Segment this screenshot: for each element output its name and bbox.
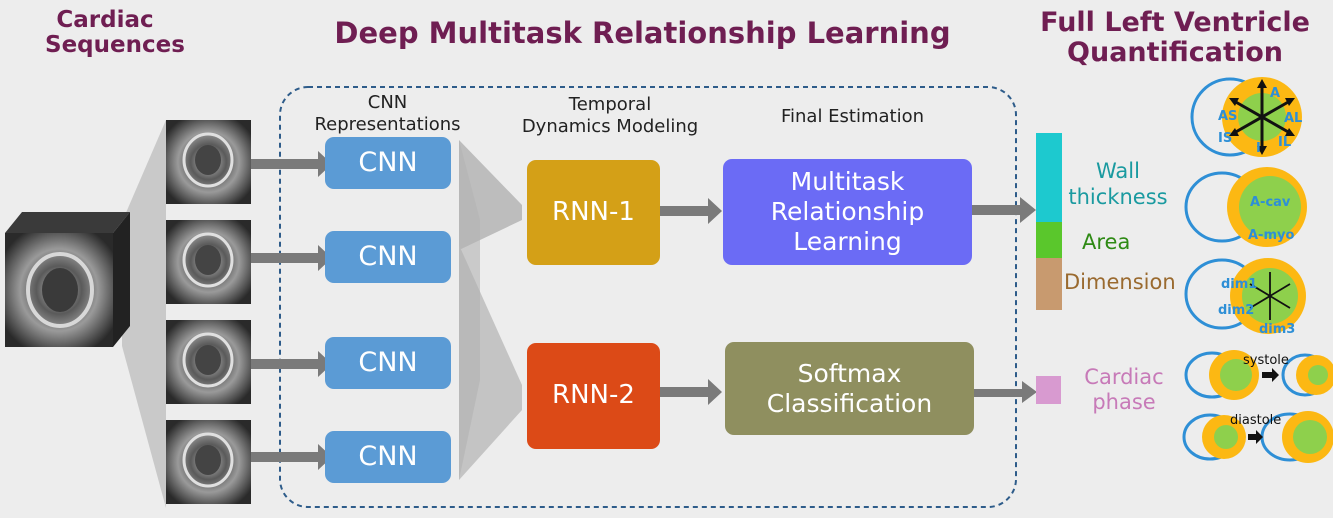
seg-label-a: A [1270,86,1280,101]
area-label-cav: A-cav [1250,195,1291,210]
area-label-myo: A-myo [1248,228,1294,243]
title-full-lv-quantification: Full Left Ventricle Quantification [1040,7,1310,68]
dim-label-2: dim2 [1218,303,1254,318]
output-bar-wall [1036,133,1062,222]
lv-segments-icon: A AS AL IS I IL [1190,77,1302,157]
lv-dims-icon: dim1 dim2 dim3 [1184,258,1306,337]
output-bar-area [1036,222,1062,258]
lv-diastole-icon: diastole [1182,411,1333,463]
cnn-block-2: CNN [325,231,451,283]
arrow-rnn2-softmax [660,379,722,405]
lv-area-icon: A-cav A-myo [1184,167,1307,247]
cnn-block-1: CNN [325,137,451,189]
seg-label-i: I [1256,141,1261,156]
frame-2 [166,220,251,304]
output-bar-phase [1036,376,1061,404]
multitask-relationship-block: Multitask Relationship Learning [723,159,972,265]
output-label-area: Area [1082,230,1131,254]
arrow-softmax-out [974,381,1037,403]
seg-label-is: IS [1218,131,1232,146]
arrow-frame1-cnn [251,151,332,177]
arrow-rnn1-multitask [660,198,722,224]
rnn1-block: RNN-1 [527,160,660,265]
cnn-block-3: CNN [325,337,451,389]
seg-label-il: IL [1278,135,1291,150]
title-deep-multitask: Deep Multitask Relationship Learning [334,16,951,50]
output-bar-dimension [1036,258,1062,310]
title-cardiac-sequences: Cardiac Sequences [45,7,185,59]
seg-label-al: AL [1284,111,1302,126]
output-label-cardiac-phase: Cardiac phase [1084,365,1164,415]
phase-label-systole: systole [1243,353,1289,368]
softmax-classification-block: Softmax Classification [725,342,974,435]
arrow-frame4-cnn [251,444,332,470]
frame-1 [166,120,251,204]
dim-label-3: dim3 [1259,322,1295,337]
output-label-wall-thickness: Wall thickness [1068,159,1168,210]
output-label-dimension: Dimension [1064,270,1176,294]
cnn-block-4: CNN [325,431,451,483]
arrow-frame2-cnn [251,245,332,271]
stage-final-estimation: Final Estimation [780,106,925,127]
lv-systole-icon: systole [1184,350,1333,400]
cardiac-volume-cube [5,212,130,347]
phase-label-diastole: diastole [1230,413,1281,428]
stage-cnn-representations: CNN Representations [314,92,461,135]
funnel-shade [459,140,480,480]
arrow-multitask-out [972,197,1036,223]
dim-label-1: dim1 [1221,277,1257,292]
frame-3 [166,320,251,404]
arrow-frame3-cnn [251,351,332,377]
frame-4 [166,420,251,504]
dashed-frame [279,86,1017,508]
input-funnel [122,120,166,508]
rnn2-block: RNN-2 [527,343,660,449]
seg-label-as: AS [1218,109,1237,124]
stage-temporal-dynamics: Temporal Dynamics Modeling [521,94,699,137]
